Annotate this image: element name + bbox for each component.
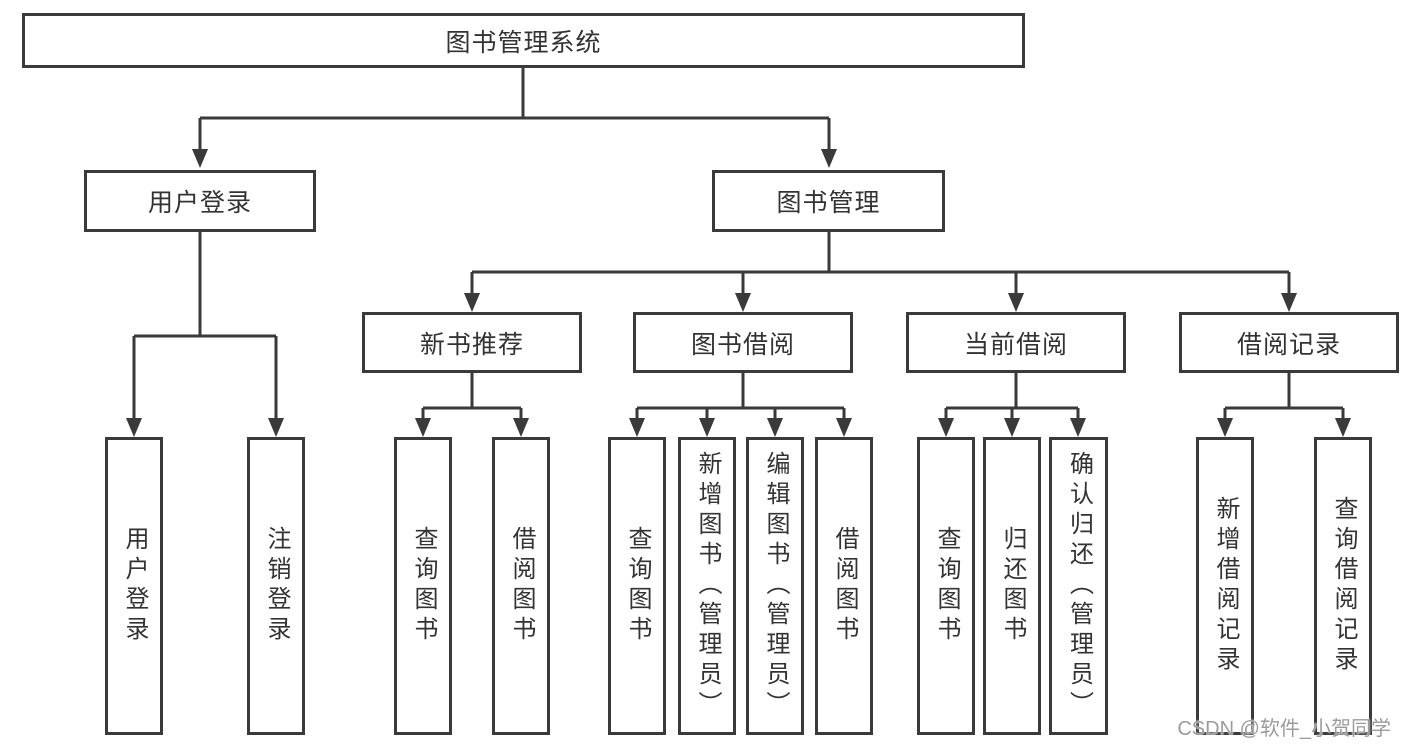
edges-current-borrow (938, 373, 1086, 437)
leaf-records-add-record-label: 新增借阅记录 (1212, 496, 1239, 676)
leaf-bookborrow-edit-books-label: 编辑图书（管理员） (762, 451, 789, 721)
edges-borrow-records (1217, 373, 1351, 437)
node-book-mgmt: 图书管理 (712, 170, 945, 232)
leaf-logout-login: 注销登录 (247, 437, 305, 735)
node-current-borrow: 当前借阅 (906, 312, 1126, 373)
node-new-books-label: 新书推荐 (419, 330, 524, 359)
edges-new-books (415, 373, 529, 437)
leaf-bookborrow-borrow-books: 借阅图书 (815, 437, 873, 735)
leaf-bookborrow-query-books-label: 查询图书 (624, 526, 651, 646)
leaf-currentborrow-query-books-label: 查询图书 (933, 526, 960, 646)
leaf-bookborrow-borrow-books-label: 借阅图书 (831, 526, 858, 646)
node-user-login: 用户登录 (84, 170, 316, 232)
edges-root (192, 68, 837, 168)
leaf-newbooks-borrow-books-label: 借阅图书 (508, 526, 535, 646)
node-book-borrow: 图书借阅 (633, 312, 853, 373)
leaf-bookborrow-edit-books: 编辑图书（管理员） (746, 437, 804, 735)
csdn-watermark: CSDN @软件_小贺同学 (1177, 718, 1391, 740)
leaf-newbooks-borrow-books: 借阅图书 (492, 437, 550, 735)
node-book-mgmt-label: 图书管理 (776, 189, 881, 217)
node-root: 图书管理系统 (22, 13, 1025, 68)
leaf-currentborrow-confirm-return-label: 确认归还（管理员） (1065, 451, 1093, 721)
node-new-books: 新书推荐 (362, 312, 582, 373)
leaf-records-query-record: 查询借阅记录 (1314, 437, 1372, 735)
leaf-logout-login-label: 注销登录 (263, 526, 290, 646)
node-root-label: 图书管理系统 (445, 28, 602, 57)
leaf-currentborrow-return-books: 归还图书 (983, 437, 1041, 735)
leaf-currentborrow-query-books: 查询图书 (917, 437, 975, 735)
leaf-bookborrow-add-books: 新增图书（管理员） (678, 437, 736, 735)
leaf-newbooks-query-books-label: 查询图书 (410, 526, 437, 646)
leaf-bookborrow-add-books-label: 新增图书（管理员） (694, 451, 721, 721)
node-book-borrow-label: 图书借阅 (690, 330, 795, 359)
edges-book-borrow (629, 373, 852, 437)
leaf-currentborrow-return-books-label: 归还图书 (999, 526, 1026, 646)
leaf-user-login-label: 用户登录 (121, 526, 148, 646)
leaf-user-login: 用户登录 (105, 437, 163, 735)
node-user-login-label: 用户登录 (147, 189, 252, 217)
node-borrow-records: 借阅记录 (1179, 312, 1399, 373)
leaf-currentborrow-confirm-return: 确认归还（管理员） (1049, 437, 1108, 735)
edges-book-mgmt (464, 232, 1297, 312)
node-current-borrow-label: 当前借阅 (963, 330, 1068, 359)
leaf-records-query-record-label: 查询借阅记录 (1330, 496, 1357, 676)
leaf-bookborrow-query-books: 查询图书 (608, 437, 666, 735)
leaf-records-add-record: 新增借阅记录 (1196, 437, 1254, 735)
edges-user-login (126, 232, 284, 437)
node-borrow-records-label: 借阅记录 (1236, 330, 1341, 359)
leaf-newbooks-query-books: 查询图书 (394, 437, 452, 735)
